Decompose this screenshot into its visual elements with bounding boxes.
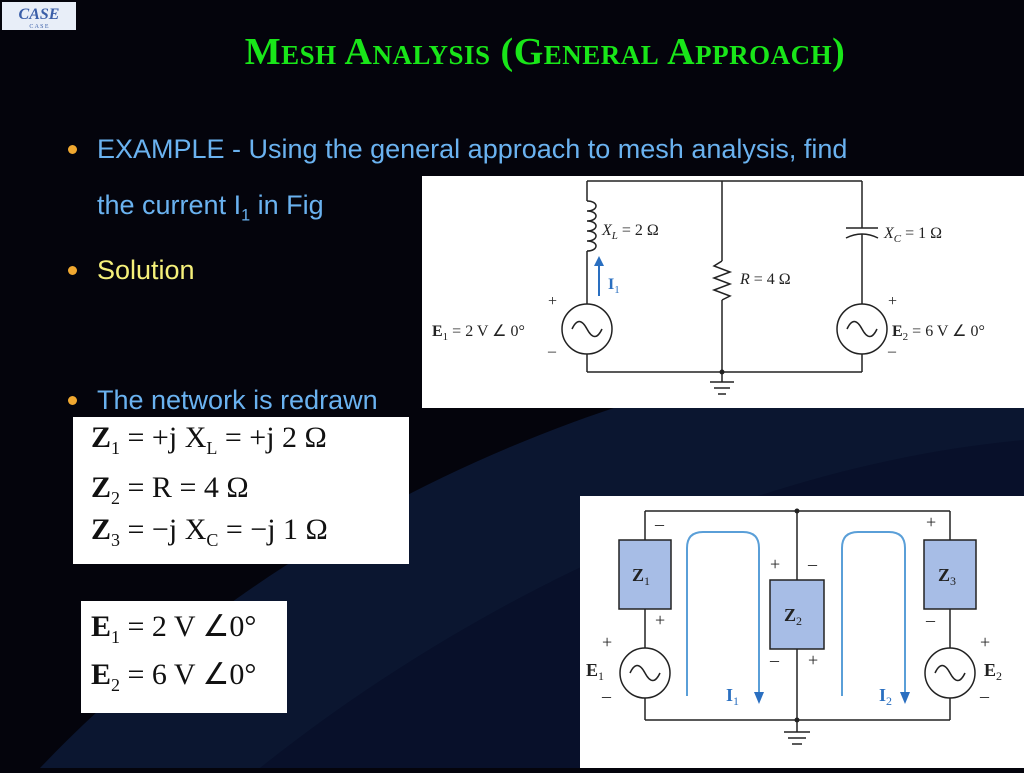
z1-plus: + [655,610,665,630]
bullet-dot [68,396,77,405]
xl-label: XL= 2 Ω [601,222,659,242]
solution-text: Solution [97,255,195,285]
e2-plus: + [888,293,897,310]
z2-equation: Z2 = R = 4 Ω [91,471,249,508]
xc-label: XC= 1 Ω [883,225,942,245]
i1-label: I1 [608,276,620,296]
e1-plus: + [602,632,612,652]
z3-minus: – [925,610,936,630]
case-logo: CASE C A S E [2,2,76,30]
redrawn-text: The network is redrawn [97,385,378,415]
z1-equation: Z1 = +j XL = +j 2 Ω [91,421,327,458]
e2-equation: E2 = 6 V ∠0° [91,658,257,695]
bullet-dot [68,266,77,275]
e1-equation: E1 = 2 V ∠0° [91,610,257,647]
example-text-line2: the current I1 in Fig [97,190,324,225]
r-label: R= 4 Ω [739,271,791,288]
e1-minus: – [601,686,612,706]
bullet-dot [68,145,77,154]
z2-plus: + [770,554,780,574]
e1-label: E1= 2 V ∠ 0° [432,323,525,343]
z2-minus-bottom: – [769,650,780,670]
circuit-figure-original: XL= 2 Ω R= 4 Ω XC= 1 Ω I1 E1= 2 V ∠ 0° E… [422,176,1024,408]
circuit-figure-redrawn: Z1 Z2 Z3 E1 E2 I1 I2 – + + – + – – + + –… [580,496,1024,768]
z2-box-label: Z2 [784,605,802,628]
z2-minus: – [807,554,818,574]
z3-box-label: Z3 [938,565,956,588]
z1-minus: – [654,514,665,534]
e2-minus: – [979,686,990,706]
e2-source-label: E2 [984,660,1002,683]
e2-minus: – [887,343,897,360]
impedance-equations: Z1 = +j XL = +j 2 Ω Z2 = R = 4 Ω Z3 = −j… [73,417,409,564]
z3-plus: + [926,512,936,532]
e1-minus: – [547,343,557,360]
logo-text: CASE [19,6,60,23]
example-text-line1: EXAMPLE - Using the general approach to … [97,134,848,164]
logo-subtext: C A S E [29,24,49,30]
circuit-diagram-redrawn: Z1 Z2 Z3 E1 E2 I1 I2 – + + – + – – + + –… [586,508,1002,745]
i2-mesh-label: I2 [879,685,892,708]
source-equations: E1 = 2 V ∠0° E2 = 6 V ∠0° [81,601,287,713]
circuit-diagram-original: XL= 2 Ω R= 4 Ω XC= 1 Ω I1 E1= 2 V ∠ 0° E… [432,180,985,395]
i1-mesh-label: I1 [726,685,739,708]
slide-title: Mesh Analysis (General Approach) [244,31,846,73]
z1-box-label: Z1 [632,565,650,588]
e2-plus: + [980,632,990,652]
e1-plus: + [548,293,557,310]
z3-equation: Z3 = −j XC = −j 1 Ω [91,513,328,550]
e1-source-label: E1 [586,660,604,683]
e2-label: E2= 6 V ∠ 0° [892,323,985,343]
z2-plus-bottom: + [808,650,818,670]
